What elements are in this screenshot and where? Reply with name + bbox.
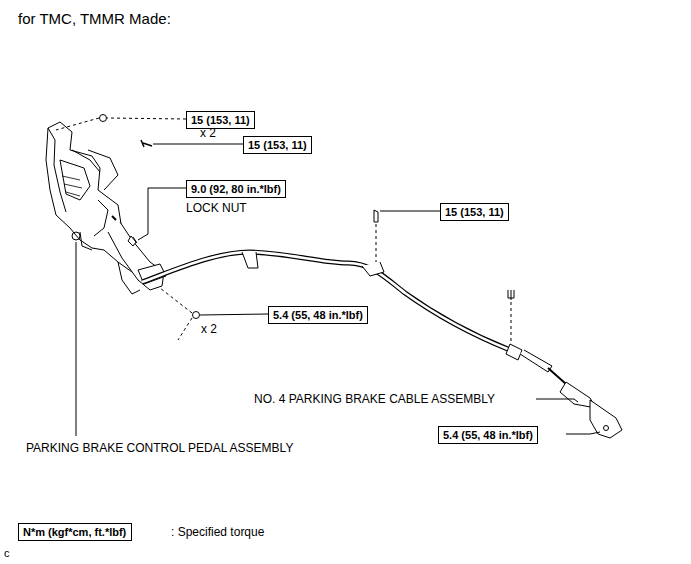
illustration-part	[46, 115, 622, 439]
illustration-part	[112, 216, 116, 220]
part-name: PARKING BRAKE CONTROL PEDAL ASSEMBLY	[26, 441, 293, 455]
illustration-part	[160, 288, 192, 313]
illustration-part	[242, 252, 258, 268]
torque-value: 15 (153, 11)	[248, 138, 307, 152]
illustration-part	[566, 432, 600, 434]
torque-box: 15 (153, 11)	[186, 111, 255, 129]
part-name: NO. 4 PARKING BRAKE CABLE ASSEMBLY	[254, 392, 495, 406]
torque-box: 9.0 (92, 80 in.*lbf)	[186, 180, 286, 198]
illustration-part	[88, 150, 118, 190]
figure-code: c	[4, 546, 10, 560]
illustration-part	[72, 232, 80, 240]
illustration-part	[548, 368, 566, 384]
illustration-part	[193, 312, 200, 319]
illustration-part	[508, 290, 514, 300]
torque-box: N*m (kgf*cm, ft.*lbf)	[18, 523, 132, 541]
illustration-part	[506, 344, 522, 360]
legend-text: : Specified torque	[171, 525, 264, 539]
illustration-part	[56, 118, 99, 130]
illustration-part	[128, 236, 136, 246]
illustration-part	[141, 140, 152, 147]
torque-box: 5.4 (55, 48 in.*lbf)	[268, 306, 368, 324]
illustration-part	[60, 160, 90, 200]
illustration-part	[374, 210, 378, 222]
illustration-part	[380, 211, 440, 212]
illustration-part	[107, 118, 186, 119]
torque-value: 15 (153, 11)	[191, 113, 250, 127]
torque-value: 5.4 (55, 48 in.*lbf)	[443, 428, 533, 442]
torque-value: 9.0 (92, 80 in.*lbf)	[191, 182, 281, 196]
quantity: x 2	[200, 126, 216, 140]
illustration-part	[520, 350, 552, 372]
illustration-part	[100, 115, 107, 122]
illustration-part	[76, 242, 77, 436]
illustration-part	[138, 188, 186, 240]
torque-value: 15 (153, 11)	[445, 205, 504, 219]
illustration-part	[62, 176, 82, 196]
illustration-part	[118, 262, 140, 294]
illustration-part	[80, 232, 92, 250]
illustration-part	[72, 150, 100, 172]
illustration-part	[48, 128, 66, 212]
illustration-part	[362, 262, 384, 276]
illustration-part	[153, 144, 243, 145]
heading: for TMC, TMMR Made:	[18, 12, 171, 26]
illustration-part	[142, 252, 510, 350]
illustration-part	[133, 237, 137, 243]
illustration-part	[376, 224, 377, 262]
illustration-part	[511, 302, 512, 344]
torque-value: N*m (kgf*cm, ft.*lbf)	[23, 525, 127, 539]
quantity: x 2	[201, 322, 217, 336]
torque-box: 5.4 (55, 48 in.*lbf)	[438, 426, 538, 444]
torque-value: 5.4 (55, 48 in.*lbf)	[273, 308, 363, 322]
illustration-part	[94, 200, 108, 236]
torque-box: 15 (153, 11)	[243, 136, 312, 154]
illustration-part	[142, 252, 510, 350]
illustration-part	[604, 426, 609, 431]
part-name: LOCK NUT	[186, 201, 247, 215]
illustration-part	[590, 400, 622, 438]
illustration-part	[178, 318, 192, 340]
illustration-part	[200, 314, 268, 315]
illustration-part	[536, 399, 578, 402]
torque-box: 15 (153, 11)	[440, 203, 509, 221]
